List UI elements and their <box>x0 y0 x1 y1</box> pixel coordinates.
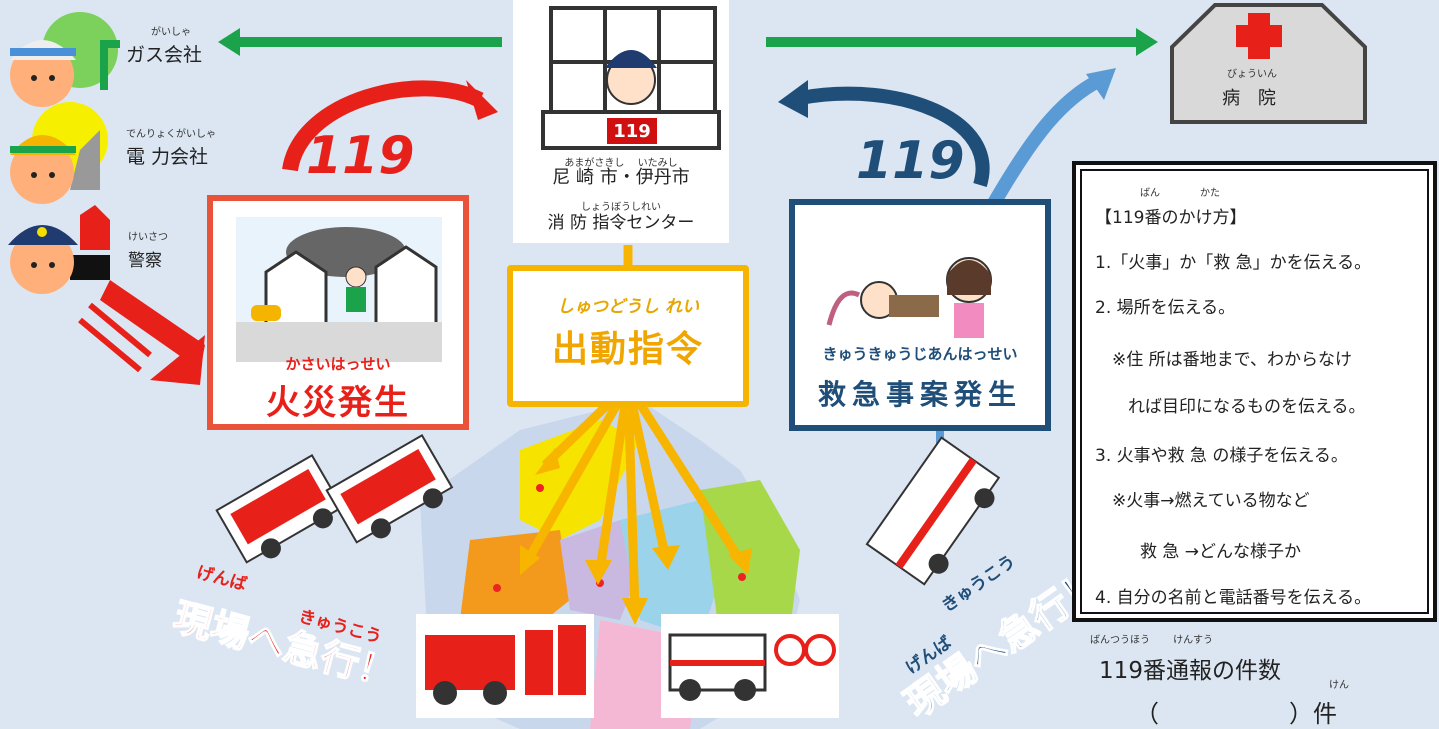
dispatch-title: 出動指令 <box>551 329 704 370</box>
instruction-line-6: ※火事→燃えている物など <box>1112 491 1310 511</box>
navy-curve-arrow <box>798 86 990 188</box>
command-center-box: 119 <box>513 0 729 243</box>
svg-text:きゅうこう: きゅうこう <box>938 552 1019 617</box>
ambulance-diagonal <box>865 436 1001 586</box>
emergency-illustration <box>826 257 992 338</box>
open-paren: （ <box>1135 700 1159 728</box>
call-instructions-box <box>1072 161 1437 622</box>
fire-truck-2 <box>325 433 454 544</box>
dispatch-arrows <box>524 245 744 611</box>
count-unit-ruby: けん <box>1329 680 1349 691</box>
red-curve-arrow <box>282 80 484 172</box>
dispatch-ruby: しゅつどうし れい <box>557 297 699 317</box>
instructions-title-ruby: ばん かた <box>1140 188 1220 199</box>
hospital-ruby: びょういん <box>1227 69 1277 80</box>
hospital-building <box>1170 2 1367 124</box>
bottom-fire-truck <box>416 614 594 718</box>
close-paren: ） <box>1289 700 1313 728</box>
report-count-ruby: ばんつうほう けんすう <box>1090 635 1213 646</box>
power-worker <box>10 102 108 204</box>
fire-illustration <box>236 217 442 362</box>
svg-text:げんば: げんば <box>194 563 248 596</box>
instruction-line-1: 1.「火事」か「救 急」かを伝える。 <box>1095 253 1372 273</box>
power-company-label: 電 力会社 <box>126 146 209 168</box>
svg-text:現場へ急行！: 現場へ急行！ <box>169 595 401 697</box>
call-number-left: 119 <box>306 126 415 186</box>
hospital-arrow <box>983 73 1104 214</box>
instruction-line-2: 2. 場所を伝える。 <box>1095 298 1236 318</box>
green-arrow-right <box>766 28 1158 56</box>
instruction-line-7: 救 急 →どんな様子か <box>1140 542 1302 562</box>
police-officer <box>8 205 110 294</box>
fire-event-box <box>207 195 469 430</box>
gas-company-ruby: がいしゃ <box>151 27 191 38</box>
report-count-label: 119番通報の件数 <box>1099 658 1281 684</box>
fire-ruby: かさいはっせい <box>285 355 391 373</box>
center-line2-ruby: しょうぼうしれい <box>581 202 661 213</box>
green-arrow-left <box>218 28 502 56</box>
bottom-ambulance <box>661 614 839 718</box>
hospital-label: 病 院 <box>1222 88 1282 109</box>
report-count-field: （ ）件 <box>1135 694 1337 729</box>
red-down-arrow <box>78 280 205 385</box>
instruction-line-4: れば目印になるものを伝える。 <box>1128 397 1366 417</box>
emergency-title: 救急事案発生 <box>817 378 1022 411</box>
fire-truck-1 <box>215 453 344 564</box>
fire-title: 火災発生 <box>266 383 410 423</box>
power-company-ruby: でんりょくがいしゃ <box>126 129 216 140</box>
dispatcher-illustration: 119 <box>541 6 721 150</box>
emergency-event-box <box>789 199 1051 431</box>
dispatch-order-box <box>507 265 749 407</box>
instruction-line-8: 4. 自分の名前と電話番号を伝える。 <box>1095 588 1372 608</box>
rush-left: げんば きゅうこう 現場へ急行！ <box>168 563 401 697</box>
police-ruby: けいさつ <box>128 232 168 243</box>
instructions-title: 【119番のかけ方】 <box>1095 208 1247 228</box>
instruction-line-5: 3. 火事や救 急 の様子を伝える。 <box>1095 446 1348 466</box>
gas-company-label: ガス会社 <box>126 44 203 66</box>
call-number-right: 119 <box>856 131 965 191</box>
gas-worker <box>10 12 120 107</box>
count-unit: 件 <box>1313 700 1337 728</box>
emergency-ruby: きゅうきゅうじあんはっせい <box>822 345 1018 363</box>
center-city-names: 尼 崎 市・伊丹市 <box>552 167 690 188</box>
center-title: 消 防 指令センター <box>547 213 695 233</box>
instruction-line-3: ※住 所は番地まで、わからなけ <box>1112 350 1352 370</box>
police-label: 警察 <box>128 251 162 271</box>
monitor-sign: 119 <box>613 121 651 142</box>
center-line1-ruby: あまがさきし いたみし <box>564 158 678 169</box>
